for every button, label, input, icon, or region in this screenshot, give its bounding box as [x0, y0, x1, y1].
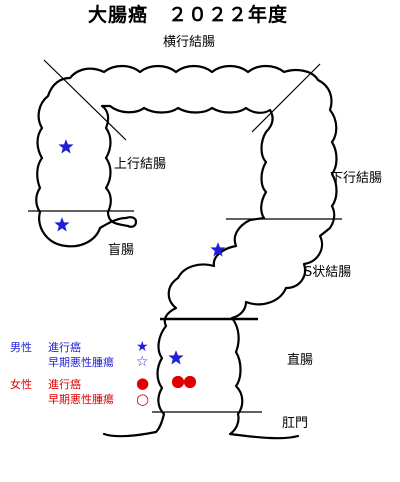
legend-female-advanced-label: 進行癌	[48, 378, 81, 391]
label-anus: 肛門	[282, 416, 309, 431]
marker-male-advanced-ascending	[58, 139, 74, 154]
legend-male-label: 男性	[10, 341, 32, 354]
legend-female-early-symbol: ○	[136, 390, 150, 408]
marker-female-advanced-rectum	[183, 375, 197, 389]
legend-male-early-symbol: ☆	[136, 354, 149, 370]
colon-inner-outline	[100, 104, 274, 438]
legend-female-early-label: 早期悪性腫瘍	[48, 393, 114, 406]
label-sigmoid-colon: S状結腸	[304, 265, 352, 280]
legend-female-label: 女性	[10, 378, 32, 391]
label-rectum: 直腸	[287, 353, 314, 368]
marker-male-advanced-cecum	[54, 217, 70, 232]
legend-female-advanced-symbol: ●	[136, 374, 150, 392]
marker-male-advanced-rectum	[168, 350, 184, 365]
legend-male-advanced-label: 進行癌	[48, 341, 81, 354]
marker-female-advanced-rectum	[171, 375, 185, 389]
marker-male-advanced-sigmoid	[210, 242, 226, 257]
cecum-outline	[38, 210, 138, 248]
label-cecum: 盲腸	[108, 243, 135, 258]
label-transverse-colon: 横行結腸	[163, 35, 216, 50]
label-descending-colon: 下行結腸	[330, 171, 383, 186]
legend-male-advanced-symbol: ★	[136, 339, 149, 355]
colon-outer-outline	[35, 64, 338, 440]
marker-layer	[54, 139, 226, 389]
label-ascending-colon: 上行結腸	[114, 157, 167, 172]
divider-splenic-flexure	[251, 63, 321, 133]
legend-male-early-label: 早期悪性腫瘍	[48, 356, 114, 369]
divider-hepatic-flexure	[43, 59, 127, 141]
page-title: 大腸癌 ２０２２年度	[88, 4, 289, 26]
